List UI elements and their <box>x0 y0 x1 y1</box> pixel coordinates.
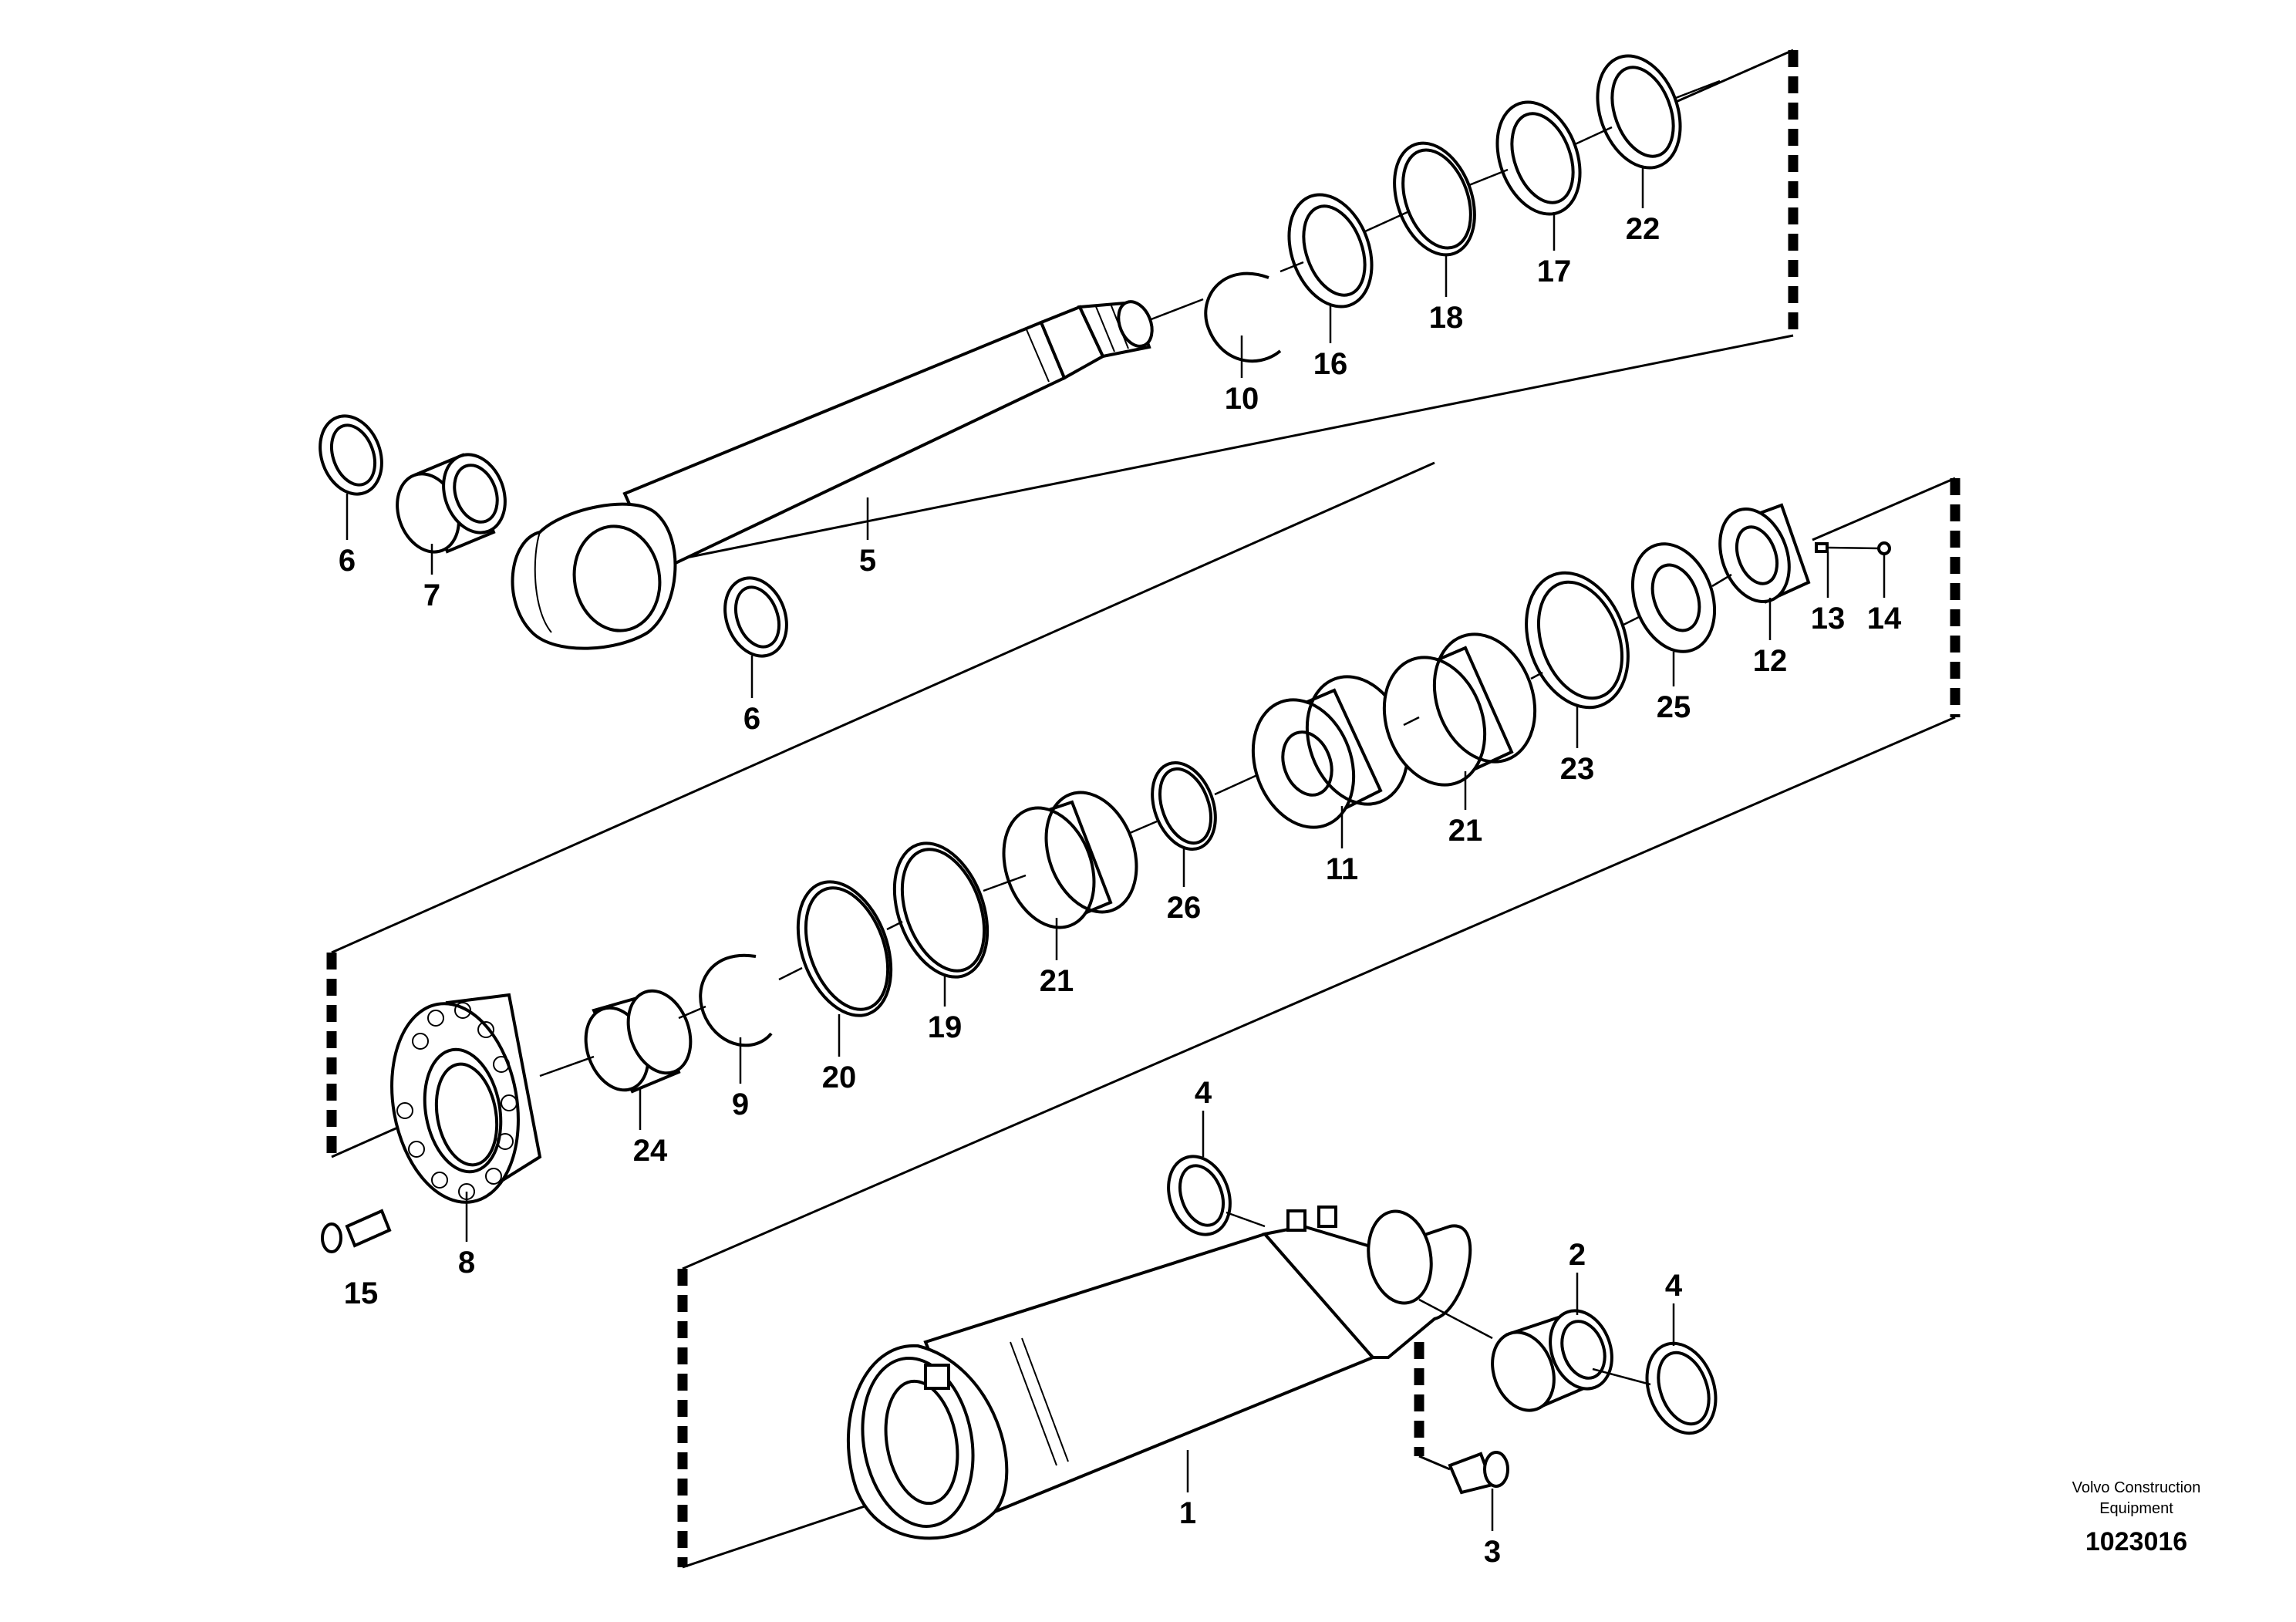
washer-25[interactable] <box>1618 532 1728 663</box>
seal-ring-22[interactable] <box>1583 44 1694 179</box>
caption-company: Volvo Construction <box>2072 1479 2201 1496</box>
callout-4: 4 <box>1665 1269 1683 1303</box>
piston-rod[interactable] <box>511 297 1158 650</box>
caption-division: Equipment <box>2099 1500 2173 1517</box>
callout-26: 26 <box>1167 891 1202 925</box>
callout-17: 17 <box>1537 255 1572 288</box>
callout-1: 1 <box>1179 1496 1196 1530</box>
callout-14: 14 <box>1867 602 1902 636</box>
caption-block: Volvo Construction Equipment 1023016 <box>2072 1479 2201 1556</box>
callout-13: 13 <box>1811 602 1846 636</box>
callout-21: 21 <box>1448 814 1483 848</box>
bolt-15[interactable] <box>321 1209 392 1253</box>
piston-center-line <box>539 546 1880 1077</box>
callout-labels: 1 2 3 4 4 5 6 6 7 8 9 10 11 12 13 14 15 … <box>339 212 1902 1569</box>
seal-ring-18[interactable] <box>1380 132 1489 266</box>
callout-5: 5 <box>859 544 876 578</box>
rod-center-line <box>1148 79 1721 322</box>
steel-ball-14[interactable] <box>1877 541 1891 555</box>
bushing-24[interactable] <box>575 982 701 1098</box>
bushing-2[interactable] <box>1482 1302 1623 1419</box>
grease-nipple-3[interactable] <box>1448 1451 1509 1495</box>
snap-ring-9[interactable] <box>699 953 773 1047</box>
drawing-number: 1023016 <box>2085 1527 2187 1556</box>
tube-center-line <box>1226 1211 1651 1386</box>
callout-3: 3 <box>1484 1535 1501 1569</box>
callout-21: 21 <box>1040 964 1074 998</box>
callout-9: 9 <box>732 1088 749 1121</box>
callout-18: 18 <box>1429 301 1464 335</box>
callout-25: 25 <box>1657 690 1691 724</box>
cylinder-head-8[interactable] <box>377 993 542 1212</box>
lock-nut-12[interactable] <box>1708 499 1811 611</box>
seal-ring-4-right[interactable] <box>1635 1334 1728 1442</box>
cylinder-tube[interactable] <box>846 1206 1472 1540</box>
wear-ring-21-right[interactable] <box>1367 620 1553 799</box>
leader-lines <box>346 166 1886 1531</box>
callout-24: 24 <box>633 1134 668 1168</box>
seal-ring-16[interactable] <box>1274 183 1386 318</box>
callout-19: 19 <box>928 1010 963 1044</box>
callout-20: 20 <box>822 1061 857 1094</box>
bushing-7[interactable] <box>387 446 516 561</box>
assembly-boundary-lines <box>326 49 1961 1569</box>
seal-ring-6-upper[interactable] <box>310 407 393 503</box>
seal-ring-26[interactable] <box>1141 754 1226 858</box>
set-screw-13[interactable] <box>1815 542 1829 553</box>
seal-ring-6-lower[interactable] <box>715 569 797 665</box>
callout-22: 22 <box>1626 212 1660 246</box>
piston-11[interactable] <box>1236 663 1425 841</box>
callout-7: 7 <box>423 578 440 612</box>
seal-ring-4-top[interactable] <box>1158 1148 1241 1243</box>
callout-23: 23 <box>1560 752 1595 786</box>
callout-11: 11 <box>1326 852 1358 886</box>
callout-16: 16 <box>1313 347 1348 381</box>
snap-ring-10[interactable] <box>1204 271 1282 363</box>
callout-10: 10 <box>1225 382 1259 416</box>
seal-ring-17[interactable] <box>1482 90 1594 225</box>
callout-6: 6 <box>743 702 760 736</box>
callout-15: 15 <box>344 1276 379 1310</box>
callout-8: 8 <box>458 1246 475 1280</box>
callout-6: 6 <box>339 544 356 578</box>
callout-12: 12 <box>1753 644 1788 678</box>
seal-ring-19[interactable] <box>878 831 1005 990</box>
callout-2: 2 <box>1569 1238 1586 1272</box>
callout-4: 4 <box>1195 1076 1212 1110</box>
seal-ring-23[interactable] <box>1509 558 1646 722</box>
seal-ring-20[interactable] <box>781 869 909 1029</box>
wear-ring-21-left[interactable] <box>988 780 1152 940</box>
